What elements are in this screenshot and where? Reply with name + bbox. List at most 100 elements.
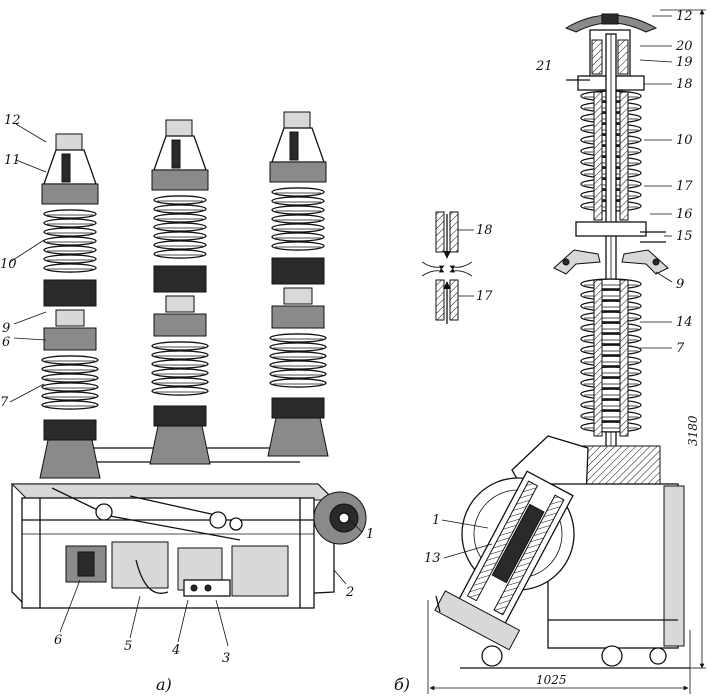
lower-insulator	[580, 278, 642, 437]
pole-flange-upper	[41, 183, 99, 205]
lower-insulator-shed	[580, 388, 642, 400]
pole-upper-shed	[153, 249, 207, 259]
pole-upper-shed	[271, 223, 325, 233]
pole-middle-band	[153, 265, 207, 293]
pole-lower-shed	[41, 400, 99, 410]
lower-insulator-shed	[580, 344, 642, 356]
pole-lower-shed	[269, 369, 327, 379]
labels-b: 12 20 19 18 21 10 17 16 15 9 14 7 1 13 б…	[394, 9, 700, 694]
label-b-12: 12	[676, 9, 693, 24]
lower-insulator-shed	[580, 322, 642, 334]
pole-lower-shed	[269, 342, 327, 352]
poles-a	[39, 111, 329, 479]
label-a-5: 5	[124, 639, 132, 654]
pole-lower-shed	[151, 359, 209, 369]
pole-upper-shed	[43, 218, 97, 228]
pole-upper-shed	[153, 231, 207, 241]
dimension-height: 3180	[686, 415, 700, 446]
pole-lower-shed	[41, 355, 99, 365]
pole-contact-box	[283, 287, 313, 305]
callouts-a	[9, 123, 363, 647]
label-b-15: 15	[676, 229, 693, 244]
shed-lower-wall-left	[593, 279, 603, 437]
label-a-6-upper: 6	[2, 335, 10, 350]
pole-upper-shed	[271, 232, 325, 242]
pole-lower-flange	[153, 313, 207, 337]
pole-lower-shed	[41, 364, 99, 374]
upper-insulator	[580, 90, 642, 221]
label-b-20: 20	[675, 39, 693, 54]
pole-support	[39, 439, 101, 479]
pole-lower-shed	[269, 378, 327, 388]
dimension-lines	[427, 9, 706, 694]
pole-upper-shed	[43, 209, 97, 219]
label-b-16: 16	[676, 207, 693, 222]
label-b-7: 7	[676, 341, 685, 356]
pole-upper-shed	[271, 214, 325, 224]
label-b-19: 19	[676, 55, 693, 70]
lower-insulator-shed	[580, 333, 642, 345]
pole-lower-shed	[41, 373, 99, 383]
lower-insulator-shed	[580, 421, 642, 433]
callouts-b	[441, 15, 673, 559]
caption-a: а)	[156, 675, 172, 694]
label-a-6-lower: 6	[54, 633, 62, 648]
label-a-7: 7	[0, 395, 9, 410]
shed-lower-wall-right	[619, 279, 629, 437]
pole-upper-shed	[153, 213, 207, 223]
pole-lower-shed	[151, 350, 209, 360]
lower-insulator-shed	[580, 366, 642, 378]
labels-a: 12 11 10 9 6 7 1 2 3 4 5 6 а)	[0, 113, 374, 694]
lower-insulator-shed	[580, 355, 642, 367]
pole-3	[267, 111, 329, 457]
pole-upper-shed	[153, 222, 207, 232]
pole-upper-shed	[43, 263, 97, 273]
lower-insulator-shed	[580, 289, 642, 301]
lower-insulator-shed	[580, 300, 642, 312]
pole-base-band	[271, 397, 325, 419]
pole-head-shade	[61, 153, 71, 183]
pole-lower-shed	[151, 368, 209, 378]
pole-lower-shed	[41, 382, 99, 392]
label-inset-18: 18	[476, 223, 493, 238]
pole-lower-shed	[269, 360, 327, 370]
pole-lower-shed	[41, 391, 99, 401]
pole-head-shade	[171, 139, 181, 169]
pole-upper-shed	[271, 187, 325, 197]
pole-terminal	[165, 119, 193, 139]
pole-contact-box	[55, 309, 85, 327]
label-b-18: 18	[676, 77, 693, 92]
pole-middle-band	[43, 279, 97, 307]
pole-terminal	[55, 133, 83, 153]
pole-head-shade	[289, 131, 299, 161]
pole-base-band	[153, 405, 207, 427]
contact-inset	[421, 211, 474, 324]
pole-lower-shed	[269, 351, 327, 361]
pole-upper-shed	[153, 240, 207, 250]
labels-inset: 18 17	[476, 223, 493, 304]
pole-contact-box	[165, 295, 195, 313]
view-a-perspective	[9, 111, 367, 647]
pole-base-band	[43, 419, 97, 441]
pole-lower-shed	[269, 333, 327, 343]
pole-middle-band	[271, 257, 325, 285]
pole-lower-shed	[151, 386, 209, 396]
pole-upper-shed	[271, 205, 325, 215]
lower-insulator-shed	[580, 311, 642, 323]
pole-lower-shed	[151, 341, 209, 351]
label-a-10: 10	[0, 257, 17, 272]
top-cap	[564, 14, 658, 33]
pole-upper-shed	[43, 245, 97, 255]
lower-insulator-shed	[580, 399, 642, 411]
label-b-10: 10	[676, 133, 693, 148]
pole-flange-upper	[269, 161, 327, 183]
pole-upper-shed	[43, 227, 97, 237]
shed-upper-wall-left	[593, 91, 603, 221]
pole-lower-shed	[151, 377, 209, 387]
lower-insulator-shed	[580, 278, 642, 290]
view-b-section	[427, 9, 706, 694]
pole-support	[267, 417, 329, 457]
label-a-3: 3	[222, 651, 230, 666]
